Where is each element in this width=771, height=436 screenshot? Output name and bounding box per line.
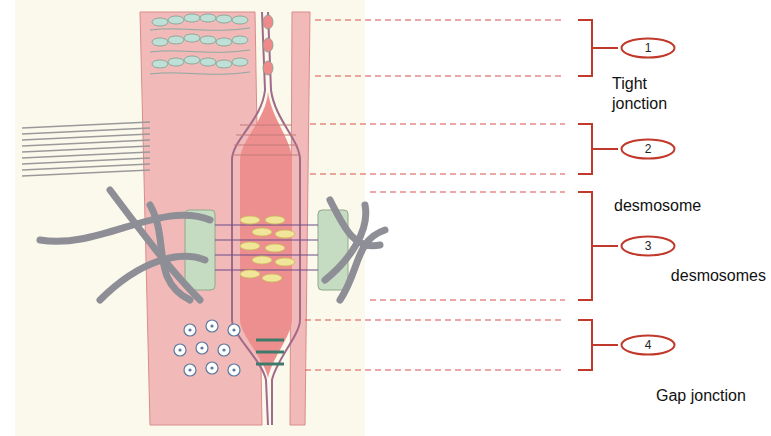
- callout-number: 4: [620, 338, 676, 352]
- callout-number: 2: [620, 142, 676, 156]
- junction-label: desmosomes: [671, 266, 766, 286]
- junction-label: desmosome: [614, 196, 701, 216]
- callout-ellipse: 4: [620, 334, 676, 356]
- callout-ellipse: 3: [620, 235, 676, 257]
- callout-ellipse: 2: [620, 138, 676, 160]
- junction-label: Gap jonction: [656, 386, 746, 406]
- callout-number: 3: [620, 239, 676, 253]
- callout-ellipse: 1: [620, 37, 676, 59]
- junction-label: Tight jonction: [612, 74, 692, 114]
- callout-number: 1: [620, 41, 676, 55]
